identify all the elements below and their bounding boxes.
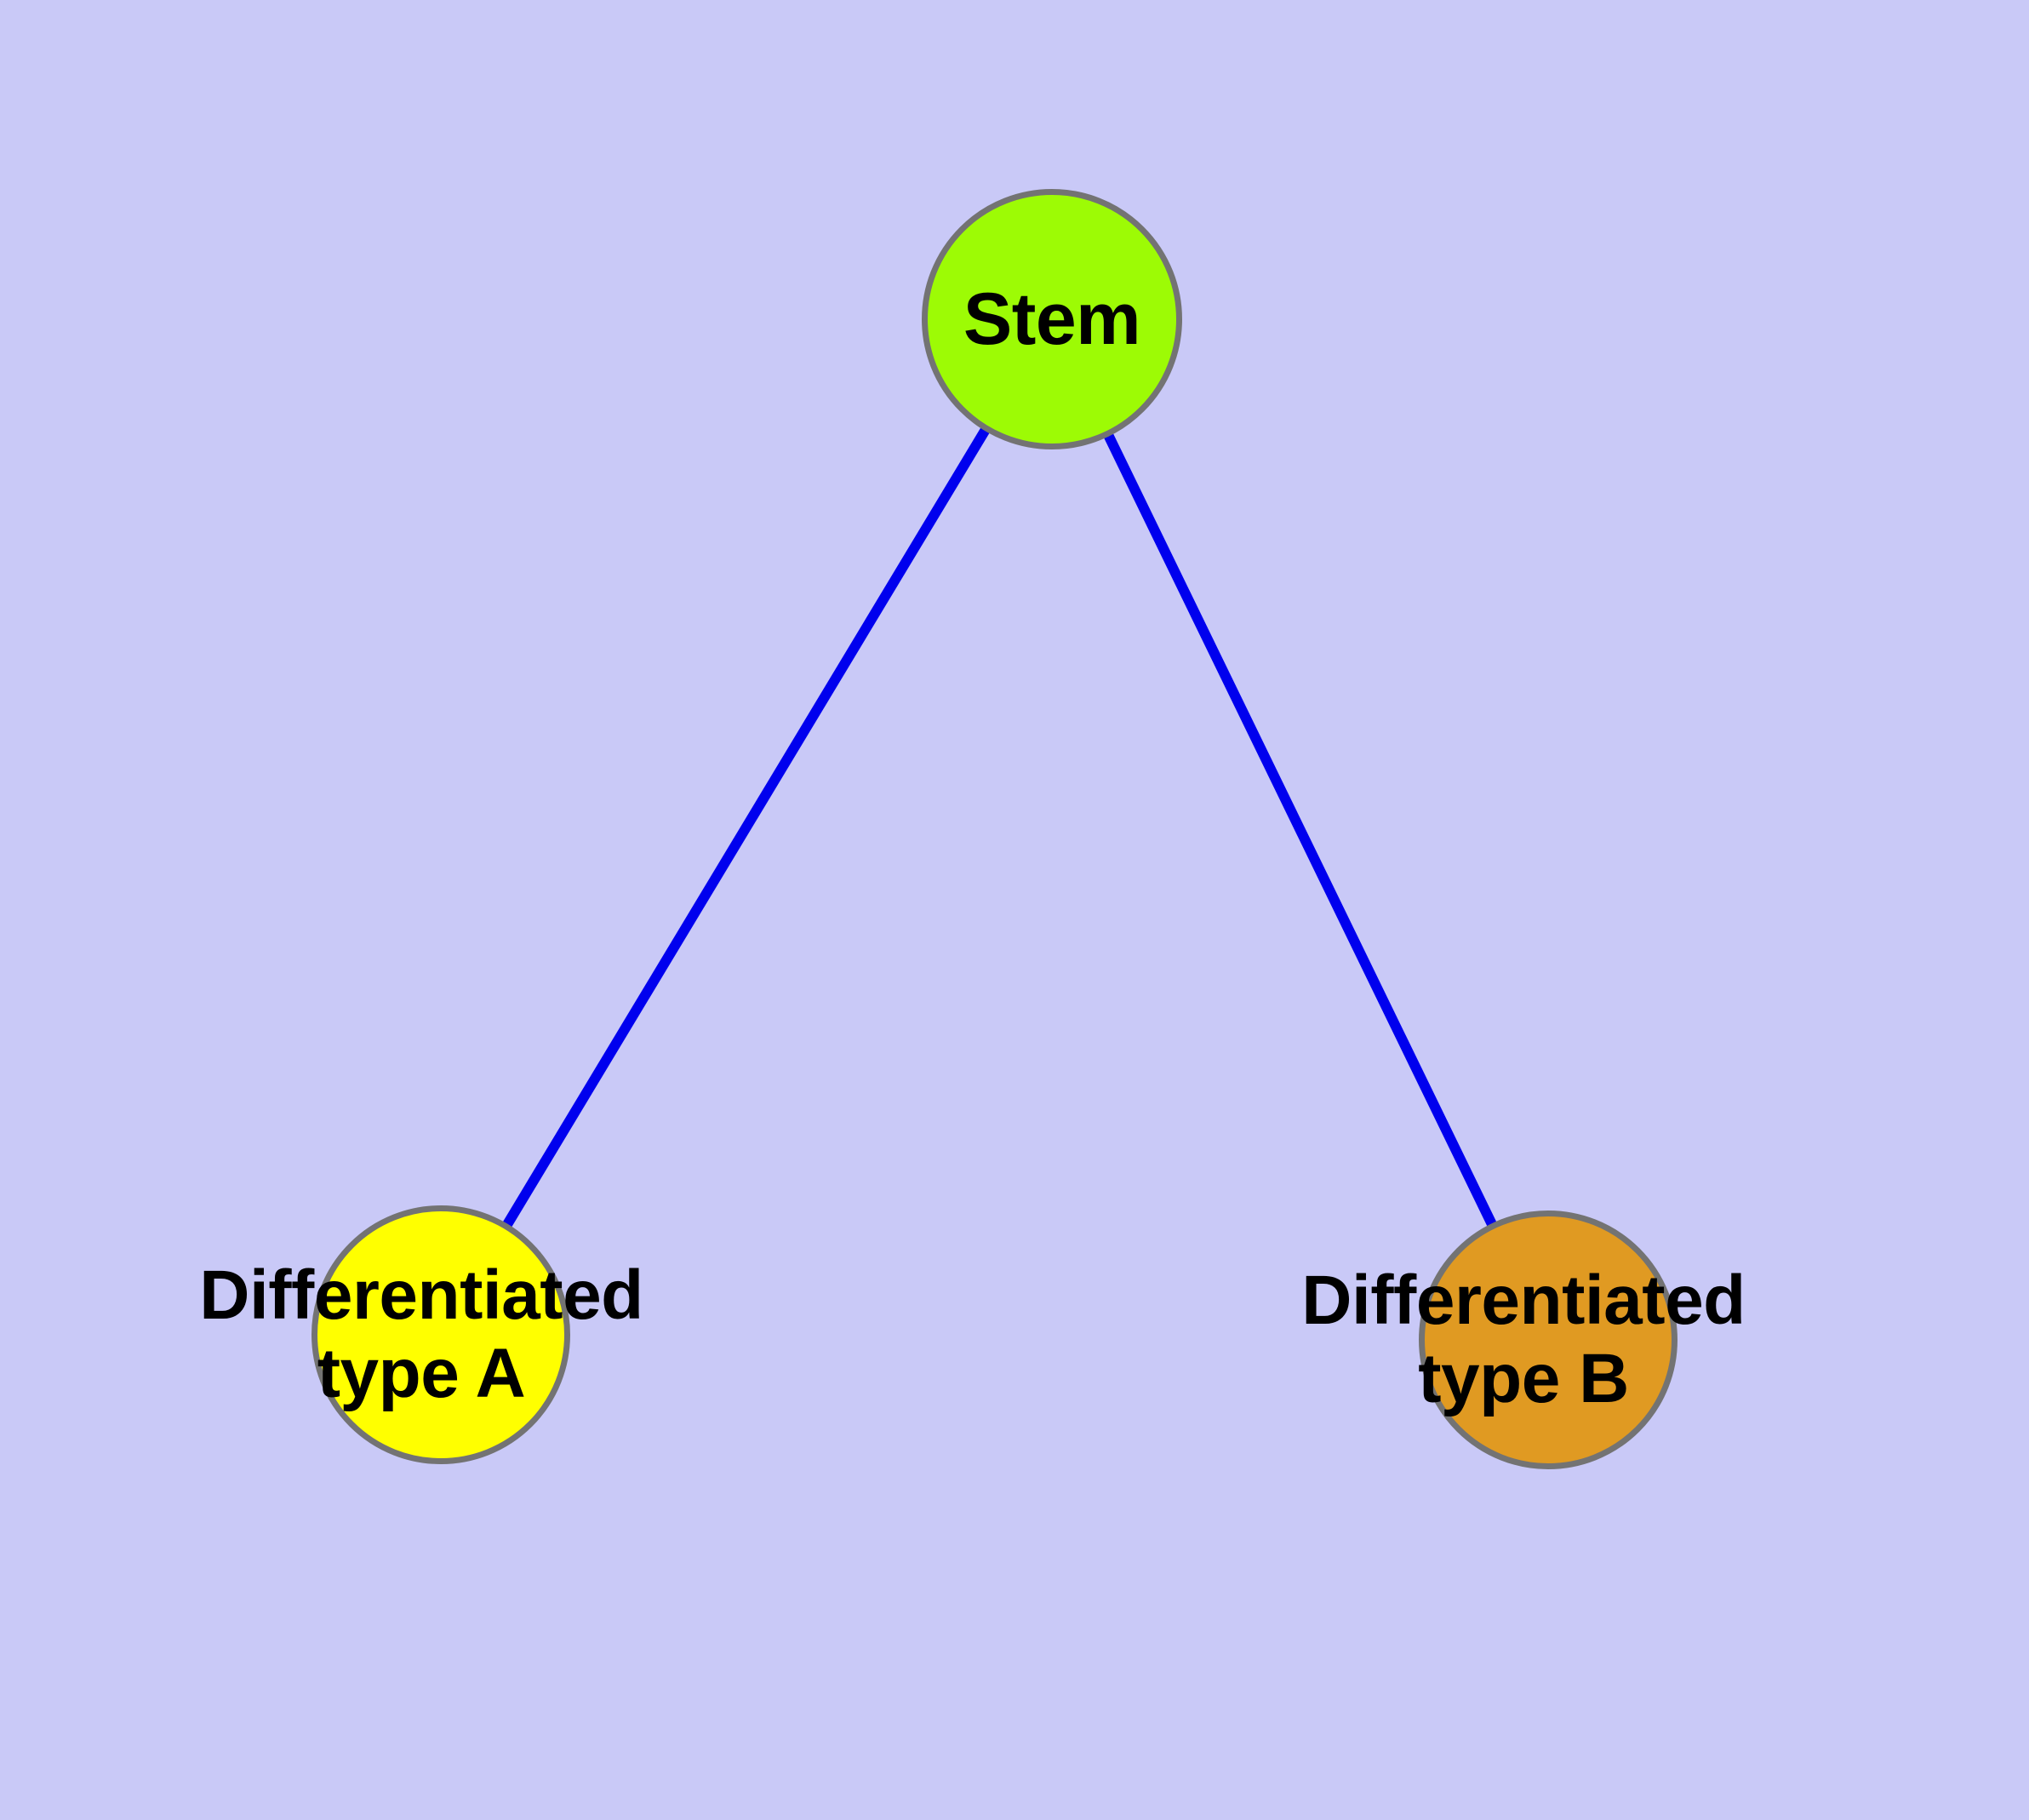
node-differentiated-type-a-circle[interactable]: [311, 1205, 570, 1464]
node-stem-label-line-1: Stem: [963, 278, 1141, 360]
node-stem-circle[interactable]: [922, 189, 1182, 449]
edge-stem-to-diff-b: [1047, 317, 1553, 1342]
node-differentiated-type-b-circle[interactable]: [1419, 1210, 1677, 1469]
node-stem-label: Stem: [963, 278, 1141, 360]
node-diff-a-label-line-2: type A: [317, 1335, 526, 1412]
node-stem[interactable]: Stem: [922, 189, 1182, 449]
node-diff-a-label-line-1: Differentiated: [199, 1256, 643, 1335]
node-diff-b-label-line-1: Differentiated: [1301, 1262, 1746, 1340]
node-differentiated-type-a[interactable]: Differentiated type A: [199, 1205, 643, 1464]
edge-stem-to-diff-a: [436, 316, 1057, 1338]
node-differentiated-type-b-label: Differentiated type B: [1301, 1262, 1746, 1418]
node-differentiated-type-a-label: Differentiated type A: [199, 1256, 643, 1413]
node-diff-b-label-line-2: type B: [1418, 1340, 1629, 1417]
node-differentiated-type-b[interactable]: Differentiated type B: [1301, 1210, 1746, 1469]
